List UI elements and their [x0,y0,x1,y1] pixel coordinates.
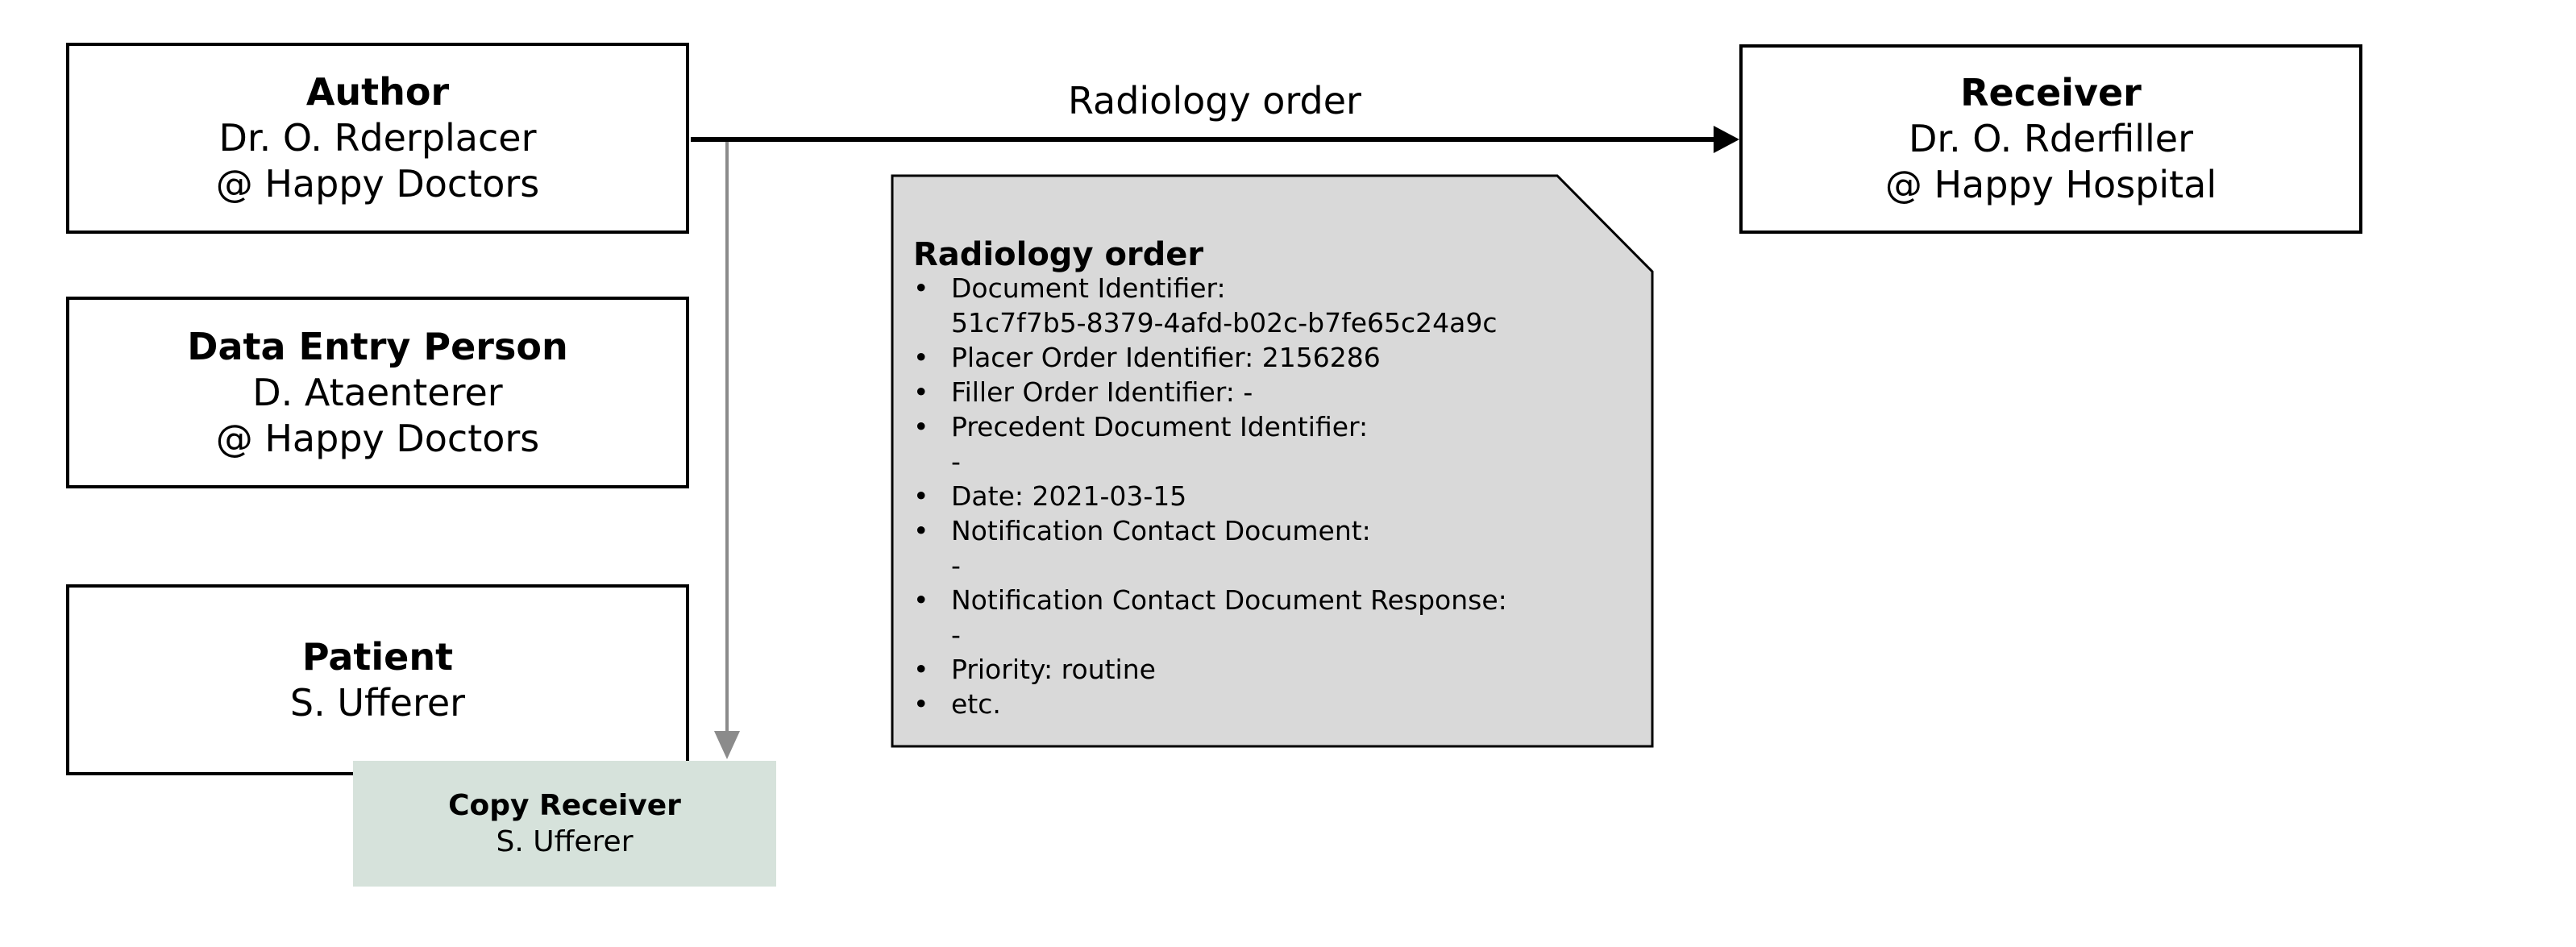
bullet-marker: • [913,411,929,442]
box-line: @ Happy Hospital [1884,163,2217,206]
note-line-text: - [951,619,961,650]
note-line-text: - [951,446,961,477]
note-line: - [913,617,1639,652]
copy-receiver-box: Copy Receiver S. Ufferer [353,761,776,887]
author-box-title: Author [305,70,450,114]
copy-receiver-box-lines: S. Ufferer [497,824,634,860]
bullet-marker-empty [913,305,951,340]
data-entry-person-box-lines: D. Ataenterer@ Happy Doctors [216,370,540,462]
note-line: • Date: 2021-03-15 [913,479,1639,513]
note-line: 51c7f7b5-8379-4afd-b02c-b7fe65c24a9c [913,305,1639,340]
bullet-marker: • [913,480,929,512]
bullet-marker: • [913,688,929,720]
note-lines: • Document Identifier:51c7f7b5-8379-4afd-… [913,271,1639,721]
author-box: Author Dr. O. Rderplacer@ Happy Doctors [66,43,689,234]
patient-box: Patient S. Ufferer [66,584,689,775]
note-line: - [913,548,1639,583]
box-line: Dr. O. Rderfiller [1908,117,2194,160]
note-line-text: Date: 2021-03-15 [951,480,1187,512]
receiver-box: Receiver Dr. O. Rderfiller@ Happy Hospit… [1739,44,2362,234]
note-line-text: Precedent Document Identifier: [951,411,1369,442]
note-line-text: Notification Contact Document Response: [951,584,1507,616]
note-line-text: - [951,550,961,581]
note-line: • Document Identifier: [913,271,1639,305]
note-line-text: etc. [951,688,1001,720]
receiver-box-title: Receiver [1960,71,2142,114]
order-arrow-head-icon [1714,126,1739,153]
box-line: S. Ufferer [289,680,466,725]
patient-box-lines: S. Ufferer [290,680,465,726]
author-box-lines: Dr. O. Rderplacer@ Happy Doctors [216,115,540,207]
note-line-text: 51c7f7b5-8379-4afd-b02c-b7fe65c24a9c [951,307,1498,339]
data-entry-person-box: Data Entry Person D. Ataenterer@ Happy D… [66,297,689,488]
box-line: @ Happy Doctors [215,416,540,460]
note-line-text: Notification Contact Document: [951,515,1371,546]
bullet-marker: • [913,584,929,616]
copy-receiver-box-title: Copy Receiver [448,789,681,822]
note-line: • Filler Order Identifier: - [913,375,1639,409]
note-line: • Notification Contact Document: [913,513,1639,548]
box-line: Dr. O. Rderplacer [218,116,537,160]
bullet-marker-empty [913,444,951,479]
note-line: • Notification Contact Document Response: [913,583,1639,617]
note-line: • etc. [913,687,1639,721]
bullet-marker: • [913,654,929,685]
bullet-marker: • [913,342,929,373]
bullet-marker-empty [913,617,951,652]
note-line-text: Filler Order Identifier: - [951,376,1253,408]
receiver-box-lines: Dr. O. Rderfiller@ Happy Hospital [1885,116,2217,208]
note-line-text: Document Identifier: [951,272,1226,304]
note-line-text: Priority: routine [951,654,1156,685]
note-line: - [913,444,1639,479]
radiology-order-note-shape [891,174,1654,748]
bullet-marker-empty [913,548,951,583]
note-line-text: Placer Order Identifier: 2156286 [951,342,1381,373]
patient-box-title: Patient [301,634,454,679]
copy-receiver-arrow-head-icon [714,731,740,759]
note-line: • Precedent Document Identifier: [913,409,1639,444]
bullet-marker: • [913,376,929,408]
box-line: @ Happy Doctors [215,162,540,206]
bullet-marker: • [913,515,929,546]
data-entry-person-box-title: Data Entry Person [187,324,568,368]
order-arrow-label: Radiology order [1068,79,1361,123]
bullet-marker: • [913,272,929,304]
note-title: Radiology order [913,236,1204,273]
box-line: S. Ufferer [496,825,634,858]
note-line: • Placer Order Identifier: 2156286 [913,340,1639,375]
note-line: • Priority: routine [913,652,1639,687]
box-line: D. Ataenterer [252,370,503,414]
